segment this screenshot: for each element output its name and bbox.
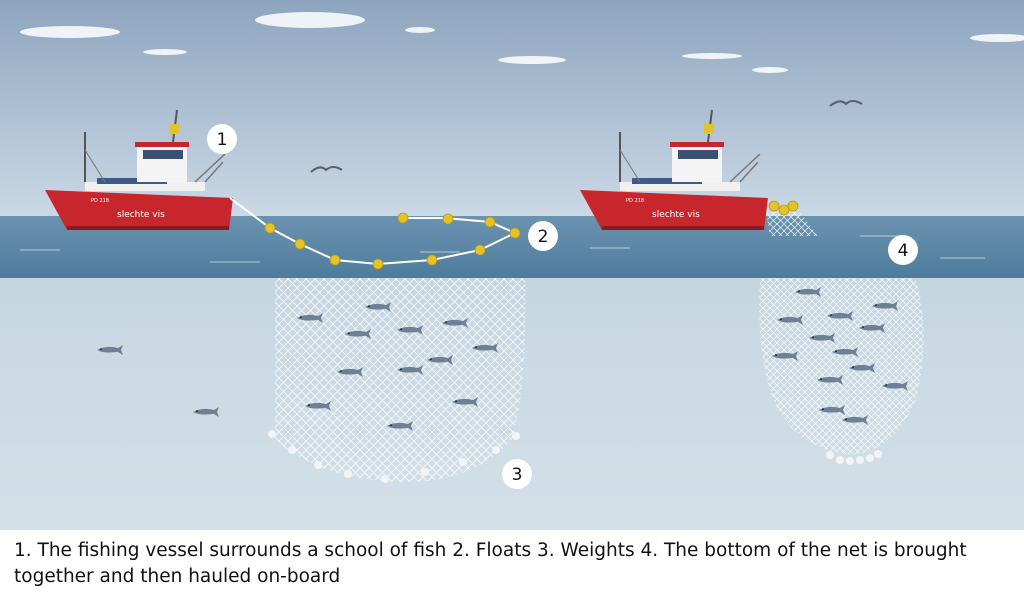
marker-4: 4 bbox=[888, 235, 918, 265]
floats bbox=[264, 212, 521, 270]
vessel-reg-text: PD 218 bbox=[91, 198, 109, 204]
net-hauled bbox=[766, 212, 818, 236]
svg-text:2: 2 bbox=[538, 227, 549, 247]
vessel-reg-text: PD 218 bbox=[626, 198, 644, 204]
weights-2 bbox=[826, 450, 882, 465]
clouds bbox=[20, 12, 1024, 73]
marker-1: 1 bbox=[207, 124, 237, 154]
vessel-name-text: slechte vis bbox=[117, 210, 165, 220]
marker-2: 2 bbox=[528, 221, 558, 251]
svg-text:4: 4 bbox=[898, 241, 909, 261]
vessel-name-text: slechte vis bbox=[652, 210, 700, 220]
seagull-icon bbox=[310, 100, 863, 173]
weights-1 bbox=[268, 430, 520, 483]
svg-text:3: 3 bbox=[512, 465, 523, 485]
fishing-vessel-1: PD 218 slechte vis bbox=[44, 109, 234, 231]
marker-3: 3 bbox=[502, 459, 532, 489]
svg-text:1: 1 bbox=[217, 130, 228, 150]
net-1 bbox=[275, 278, 526, 483]
floats-hauled bbox=[768, 200, 799, 216]
purse-seine-diagram: PD 218 slechte vis PD 218 slechte vis bbox=[0, 0, 1024, 530]
caption: 1. The fishing vessel surrounds a school… bbox=[14, 540, 967, 587]
wave-lines bbox=[20, 235, 985, 263]
fishing-vessel-2: PD 218 slechte vis bbox=[579, 109, 769, 231]
